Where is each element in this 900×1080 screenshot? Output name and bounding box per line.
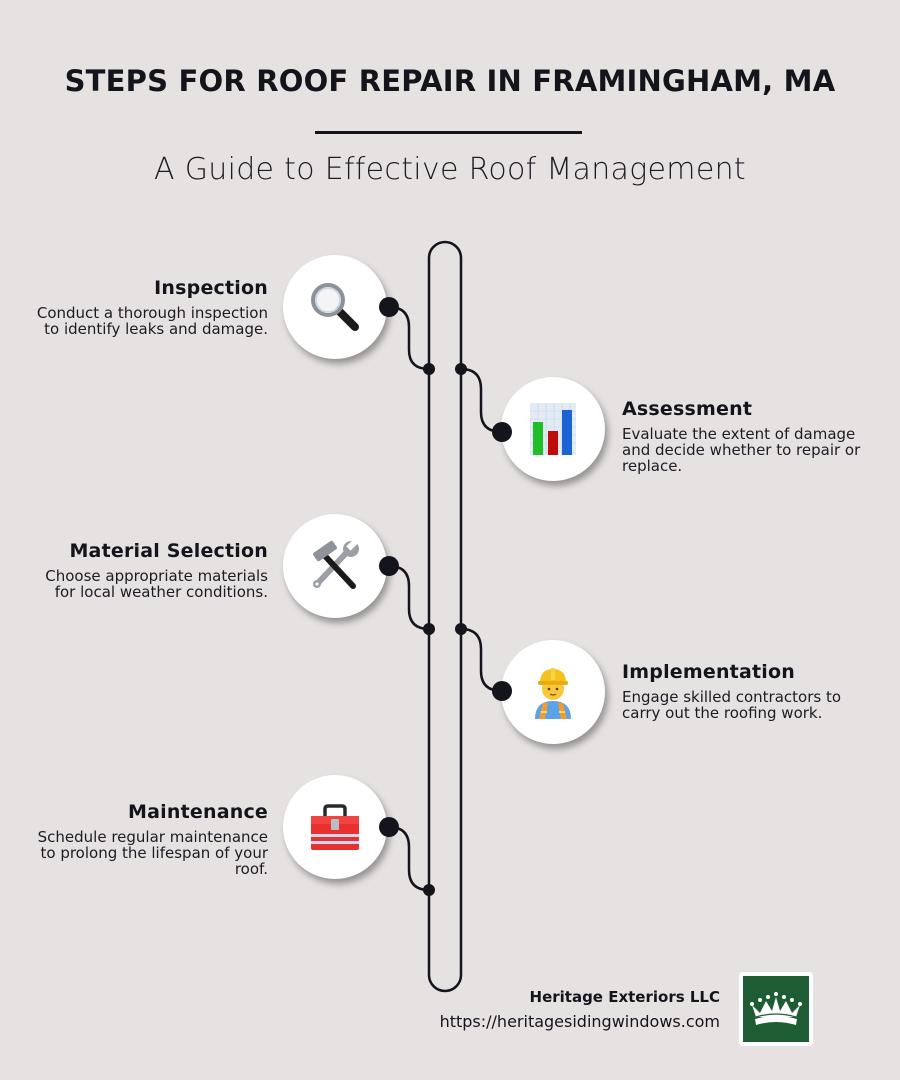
company-logo bbox=[739, 972, 813, 1046]
crown-logo-icon bbox=[750, 992, 802, 1025]
step-title: Inspection bbox=[154, 277, 268, 299]
assessment-connector-dot bbox=[492, 422, 512, 442]
company-name: Heritage Exteriors LLC bbox=[529, 988, 720, 1006]
bar-chart-icon bbox=[530, 403, 576, 455]
step-assessment: Assessment Evaluate the extent of damage… bbox=[622, 398, 862, 474]
timeline-node bbox=[455, 363, 467, 375]
step-description: Choose appropriate materials for local w… bbox=[45, 567, 268, 601]
assessment-icon-circle bbox=[501, 377, 605, 481]
step-title: Implementation bbox=[622, 661, 795, 683]
step-description: Evaluate the extent of damage and decide… bbox=[622, 425, 861, 475]
step-description: Conduct a thorough inspection to identif… bbox=[36, 304, 268, 338]
timeline-node bbox=[455, 623, 467, 635]
page-title: STEPS FOR ROOF REPAIR IN FRAMINGHAM, MA bbox=[64, 64, 836, 98]
step-title: Assessment bbox=[622, 398, 753, 420]
step-material-selection: Material Selection Choose appropriate ma… bbox=[28, 540, 268, 600]
timeline-node bbox=[423, 884, 435, 896]
title-divider bbox=[315, 131, 582, 134]
timeline-node bbox=[423, 623, 435, 635]
maintenance-icon-circle bbox=[283, 775, 387, 879]
timeline-track bbox=[427, 240, 463, 993]
step-implementation: Implementation Engage skilled contractor… bbox=[622, 661, 862, 721]
company-url-link[interactable]: https://heritagesidingwindows.com bbox=[439, 1012, 720, 1031]
step-maintenance: Maintenance Schedule regular maintenance… bbox=[28, 801, 268, 877]
implementation-icon-circle bbox=[501, 640, 605, 744]
timeline-node bbox=[423, 363, 435, 375]
implementation-connector-dot bbox=[492, 681, 512, 701]
step-description: Engage skilled contractors to carry out … bbox=[622, 688, 842, 722]
step-title: Maintenance bbox=[128, 801, 268, 823]
page-subtitle: A Guide to Effective Roof Management bbox=[154, 152, 746, 187]
material-selection-icon-circle bbox=[283, 514, 387, 618]
inspection-connector-dot bbox=[379, 297, 399, 317]
hammer-and-wrench-icon bbox=[313, 539, 359, 589]
material-selection-connector-dot bbox=[379, 556, 399, 576]
step-description: Schedule regular maintenance to prolong … bbox=[37, 828, 268, 878]
toolbox-icon bbox=[311, 804, 359, 850]
inspection-icon-circle bbox=[283, 255, 387, 359]
maintenance-connector-dot bbox=[379, 817, 399, 837]
step-title: Material Selection bbox=[69, 540, 268, 562]
construction-worker-icon bbox=[535, 668, 571, 719]
magnifying-glass-icon bbox=[311, 283, 359, 331]
step-inspection: Inspection Conduct a thorough inspection… bbox=[28, 277, 268, 337]
